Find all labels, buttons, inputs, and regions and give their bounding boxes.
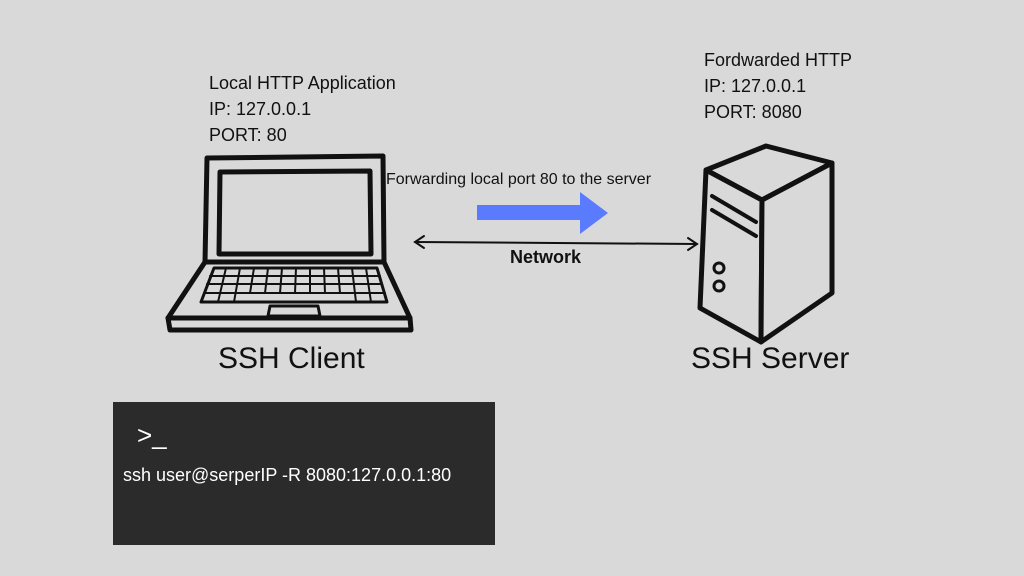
terminal-window: >_ ssh user@serperIP -R 8080:127.0.0.1:8…	[113, 402, 495, 545]
server-icon	[697, 143, 835, 345]
server-port: PORT: 8080	[704, 102, 802, 122]
client-title: Local HTTP Application	[209, 73, 396, 93]
forwarding-label: Forwarding local port 80 to the server	[386, 171, 652, 188]
ssh-client-label: SSH Client	[218, 342, 365, 375]
server-title: Fordwarded HTTP	[704, 50, 853, 70]
forward-arrow-icon	[477, 192, 608, 234]
server-info: Fordwarded HTTP IP: 127.0.0.1 PORT: 8080	[704, 47, 852, 125]
terminal-command: ssh user@serperIP -R 8080:127.0.0.1:80	[123, 465, 452, 485]
ssh-server-label: SSH Server	[691, 342, 850, 375]
server-ip: IP: 127.0.0.1	[704, 76, 807, 96]
client-port: PORT: 80	[209, 125, 287, 145]
client-ip: IP: 127.0.0.1	[209, 99, 312, 119]
network-label: Network	[510, 247, 582, 267]
network-double-arrow-icon	[413, 235, 699, 251]
laptop-icon	[165, 153, 414, 333]
terminal-prompt: >_	[137, 420, 167, 450]
client-info: Local HTTP Application IP: 127.0.0.1 POR…	[209, 70, 396, 148]
